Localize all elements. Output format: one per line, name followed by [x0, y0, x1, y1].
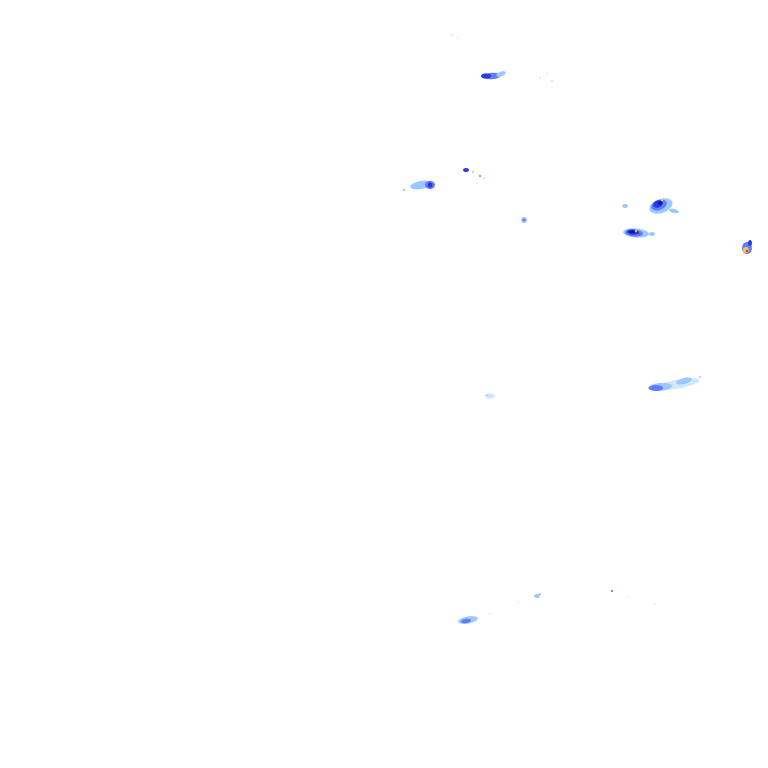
radar-speck — [699, 376, 701, 378]
radar-speck — [654, 603, 656, 605]
radar-echo — [522, 218, 526, 222]
radar-speck — [483, 177, 485, 179]
radar-echo — [461, 618, 471, 624]
radar-speck — [634, 229, 638, 233]
echo-layer — [402, 34, 752, 624]
radar-echo — [657, 201, 663, 205]
radar-speck — [476, 182, 478, 184]
radar-speck — [451, 34, 453, 36]
radar-speck — [486, 394, 488, 396]
radar-speck — [479, 175, 481, 177]
radar-speck — [626, 596, 628, 598]
radar-speck — [539, 593, 541, 595]
radar-speck — [745, 249, 749, 253]
radar-speck — [489, 613, 491, 615]
radar-echo — [649, 385, 663, 391]
radar-speck — [472, 171, 474, 173]
radar-echo — [669, 208, 679, 214]
radar-speck — [638, 233, 640, 235]
radar-echo — [622, 204, 628, 208]
radar-speck — [611, 590, 613, 592]
radar-echo — [743, 247, 749, 253]
radar-speck — [539, 77, 541, 79]
radar-echo — [649, 232, 655, 236]
radar-speck — [402, 188, 406, 192]
radar-speck — [457, 37, 459, 39]
radar-echo — [496, 71, 506, 77]
radar-echo — [748, 240, 752, 246]
radar-echo — [534, 594, 540, 598]
radar-speck — [517, 601, 519, 603]
radar-speck — [660, 198, 664, 202]
radar-echo — [676, 377, 692, 385]
radar-echo — [481, 73, 491, 79]
radar-echo — [629, 230, 635, 234]
radar-speck — [551, 80, 553, 82]
radar-echo — [427, 182, 433, 188]
radar-speck — [546, 73, 548, 75]
radar-echo — [463, 168, 469, 172]
